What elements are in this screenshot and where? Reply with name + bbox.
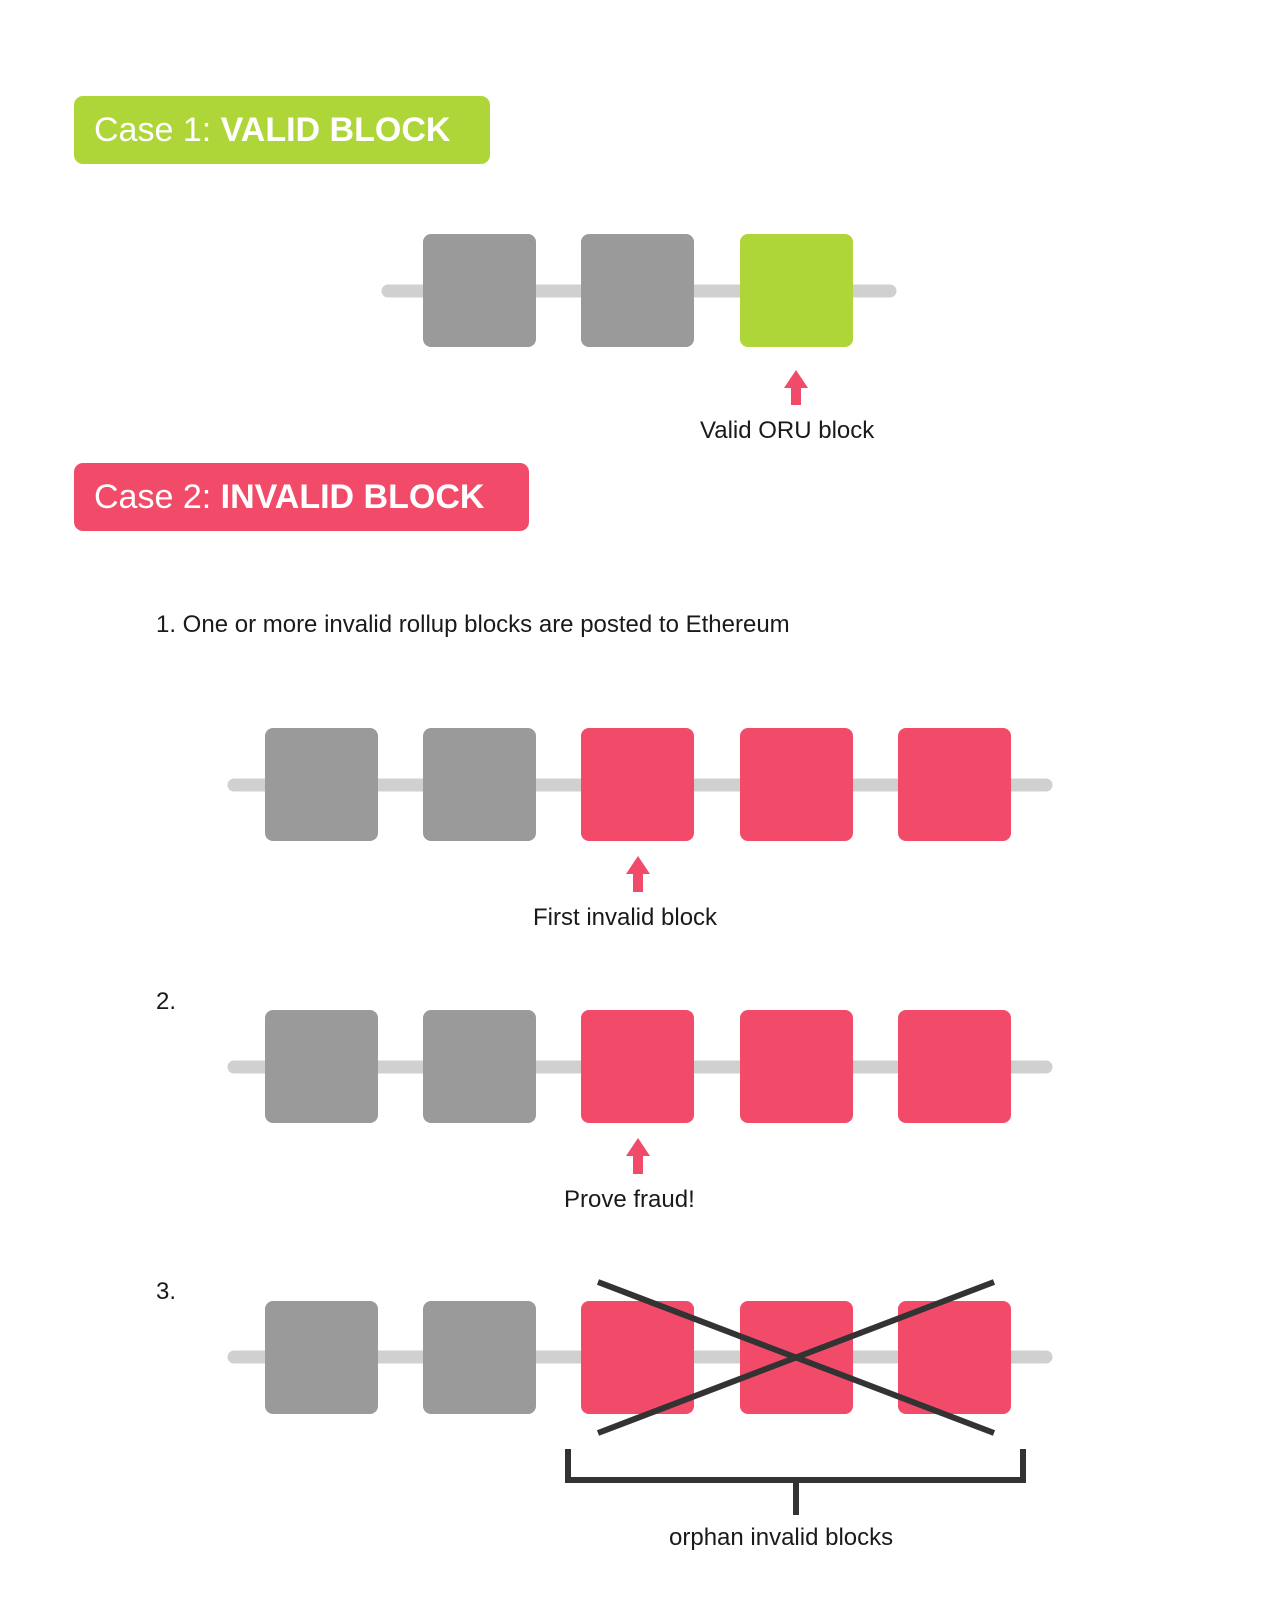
case1-prefix: Case 1: [94, 111, 221, 149]
block [423, 1301, 536, 1414]
block [581, 1010, 694, 1123]
step1-chain [227, 728, 1053, 892]
step2-chain [227, 1010, 1053, 1174]
cross-out-icon [596, 1279, 996, 1436]
block [740, 728, 853, 841]
block [423, 1010, 536, 1123]
prove-fraud-label: Prove fraud! [564, 1186, 695, 1213]
case2-title: INVALID BLOCK [220, 478, 485, 516]
block [898, 1010, 1011, 1123]
block [740, 1010, 853, 1123]
step3-chain [227, 1279, 1053, 1515]
arrow-up-icon [626, 856, 650, 892]
block [898, 1301, 1011, 1414]
block [581, 1301, 694, 1414]
case1-badge: Case 1: VALID BLOCK [74, 96, 490, 164]
orphan-label: orphan invalid blocks [669, 1524, 894, 1551]
block [265, 728, 378, 841]
step1-description: 1. One or more invalid rollup blocks are… [156, 611, 790, 638]
arrow-up-icon [626, 1138, 650, 1174]
step2-number: 2. [156, 988, 177, 1015]
block [581, 728, 694, 841]
first-invalid-label: First invalid block [533, 904, 718, 931]
bracket [565, 1449, 1026, 1515]
case2-badge: Case 2: INVALID BLOCK [74, 463, 529, 531]
step3-number: 3. [156, 1278, 177, 1305]
block [423, 234, 536, 347]
block [581, 234, 694, 347]
case1-title: VALID BLOCK [220, 111, 451, 149]
case1-chain [381, 234, 897, 405]
arrow-up-icon [784, 370, 808, 405]
case2-prefix: Case 2: [94, 478, 221, 516]
block [740, 234, 853, 347]
block [265, 1010, 378, 1123]
block [898, 728, 1011, 841]
block [423, 728, 536, 841]
block [265, 1301, 378, 1414]
valid-block-label: Valid ORU block [700, 417, 875, 444]
